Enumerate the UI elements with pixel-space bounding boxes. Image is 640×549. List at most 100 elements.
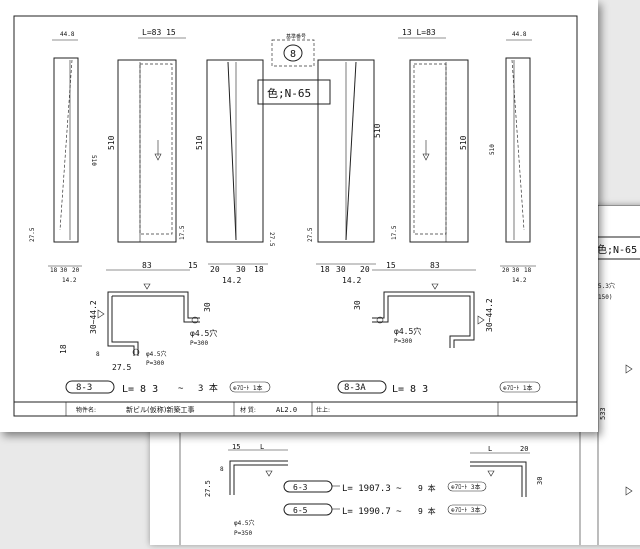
svg-text:83: 83: [142, 261, 152, 270]
badge-caption: 基準番号: [286, 33, 306, 40]
svg-text:~: ~: [178, 384, 184, 394]
part-badge: [65, 380, 115, 394]
svg-text:510: 510: [373, 123, 382, 138]
elevation-view-4: 27.5 510 18 30 20 14.2: [307, 59, 382, 285]
back-part-row: 6-5 L= 1990.7 ~ 9 本 ⊕7ﾛｰﾄ 3本: [283, 503, 487, 517]
title-value-project: 新ビル(仮称)新築工事: [126, 405, 194, 414]
back-part-tag: ⊕7ﾛｰﾄ 3本: [451, 483, 480, 491]
back-dim-side: 533: [599, 407, 607, 420]
back-part-badge: [283, 503, 333, 516]
svg-text:P=300: P=300: [190, 340, 208, 347]
svg-text:30: 30: [512, 267, 520, 274]
svg-text:17.5: 17.5: [179, 225, 186, 240]
svg-text:14.2: 14.2: [342, 276, 361, 285]
svg-text:20: 20: [360, 265, 370, 274]
front-drawing-sheet[interactable]: 基準番号 8 色;N-65 44.8 510 27.5 18 30 20 14.…: [0, 0, 598, 432]
badge-frame: [271, 39, 315, 67]
svg-text:17.5: 17.5: [391, 225, 398, 240]
svg-text:27.5: 27.5: [268, 232, 275, 247]
svg-text:44.8: 44.8: [60, 31, 75, 38]
section-profile-left: 83 15 30 φ4.5穴 P=300 18 8 φ4.5穴 P=300 27…: [59, 261, 217, 372]
back-note1: 5.3穴: [598, 282, 615, 290]
svg-text:510: 510: [90, 155, 97, 166]
back-part-tag: ⊕7ﾛｰﾄ 3本: [451, 506, 480, 514]
badge-number: 8: [290, 49, 296, 60]
back-dim-v3: 30: [536, 477, 544, 485]
part-length: L= 8 3: [122, 384, 158, 395]
part-row-8-3A: 8-3A L= 8 3 ⊕7ﾛｰﾄ 1本: [337, 380, 541, 395]
back-pitch: P=350: [234, 530, 252, 537]
svg-text:27.5: 27.5: [29, 227, 36, 242]
back-hole: φ4.5穴: [234, 519, 254, 527]
elevation-view-5: 13 L=83 510 17.5: [391, 28, 469, 243]
svg-text:18: 18: [524, 267, 532, 274]
back-arrow-marker: [625, 364, 633, 374]
svg-text:30: 30: [60, 267, 68, 274]
svg-text:30: 30: [336, 265, 346, 274]
back-profile-left: [229, 460, 288, 495]
title-block: 物件名: 新ビル(仮称)新築工事 材 質: AL2.0 仕上:: [13, 401, 578, 417]
svg-text:510: 510: [489, 144, 496, 155]
svg-text:18: 18: [59, 344, 68, 354]
svg-text:30~44.2: 30~44.2: [485, 298, 494, 332]
title-label-finish: 仕上:: [316, 406, 330, 414]
title-label-project: 物件名:: [76, 406, 96, 414]
back-dim-top-left1: 15: [232, 443, 240, 451]
part-tag: ⊕7ﾛｰﾄ 1本: [503, 384, 532, 392]
back-dim-top-right2: 20: [520, 445, 528, 453]
back-part-row: 6-3 L= 1907.3 ~ 9 本 ⊕7ﾛｰﾄ 3本: [283, 480, 487, 494]
back-part-length: L= 1990.7 ~: [342, 507, 402, 517]
svg-text:14.2: 14.2: [222, 276, 241, 285]
svg-text:8: 8: [96, 351, 100, 358]
svg-text:φ4.5穴: φ4.5穴: [146, 350, 166, 358]
back-part-length: L= 1907.3 ~: [342, 484, 402, 494]
svg-text:20: 20: [502, 267, 510, 274]
svg-text:44.8: 44.8: [512, 31, 527, 38]
back-part-count: 9 本: [418, 483, 436, 493]
badge-circle: [283, 44, 303, 62]
svg-text:30: 30: [353, 300, 362, 310]
back-arrow-marker-2: [625, 486, 633, 496]
svg-text:83: 83: [430, 261, 440, 270]
front-drawing-canvas: 基準番号 8 色;N-65 44.8 510 27.5 18 30 20 14.…: [13, 15, 578, 417]
part-badge: [337, 380, 387, 394]
svg-text:18: 18: [50, 267, 58, 274]
svg-text:510: 510: [195, 135, 204, 150]
svg-text:8-3A: 8-3A: [344, 383, 366, 393]
back-triangle-mark: [265, 470, 273, 477]
elevation-view-6: 44.8 510 20 30 18 14.2: [489, 31, 536, 284]
part-count: 3 本: [198, 382, 218, 394]
back-note2: 150): [598, 294, 612, 301]
svg-text:27.5: 27.5: [112, 363, 131, 372]
color-box-text: 色;N-65: [267, 86, 311, 100]
svg-text:20: 20: [72, 267, 80, 274]
svg-text:510: 510: [459, 135, 468, 150]
svg-text:P=300: P=300: [146, 360, 164, 367]
back-dim-top-right1: L: [488, 445, 492, 453]
svg-text:13 L=83: 13 L=83: [402, 28, 436, 37]
svg-text:L=83 15: L=83 15: [142, 28, 176, 37]
title-value-material: AL2.0: [276, 406, 297, 414]
title-label-material: 材 質:: [240, 406, 256, 414]
svg-text:14.2: 14.2: [62, 277, 77, 284]
svg-text:P=300: P=300: [394, 338, 412, 345]
back-dim-v2: 8: [220, 466, 224, 473]
part-length: L= 8 3: [392, 384, 428, 395]
elevation-view-1: 44.8 510 27.5 18 30 20 14.2: [29, 31, 97, 284]
back-profile-right-inner: [470, 465, 523, 497]
svg-text:6-5: 6-5: [293, 506, 308, 515]
elevation-view-3: 510 27.5 20 30 18 14.2: [195, 59, 275, 285]
svg-text:φ4.5穴: φ4.5穴: [394, 326, 421, 336]
back-profile-right: [470, 461, 527, 497]
svg-text:30: 30: [203, 302, 212, 312]
svg-text:15: 15: [188, 261, 198, 270]
back-profile-left-inner: [233, 464, 288, 495]
part-row-8-3: 8-3 L= 8 3 ~ 3 本 ⊕7ﾛｰﾄ 1本: [65, 380, 271, 395]
back-color-text: 色;N-65: [597, 243, 637, 256]
svg-text:30: 30: [236, 265, 246, 274]
color-box: [257, 79, 331, 105]
back-part-badge: [283, 480, 333, 493]
svg-text:15: 15: [386, 261, 396, 270]
back-triangle-mark-2: [487, 470, 495, 477]
back-part-count: 9 本: [418, 506, 436, 516]
